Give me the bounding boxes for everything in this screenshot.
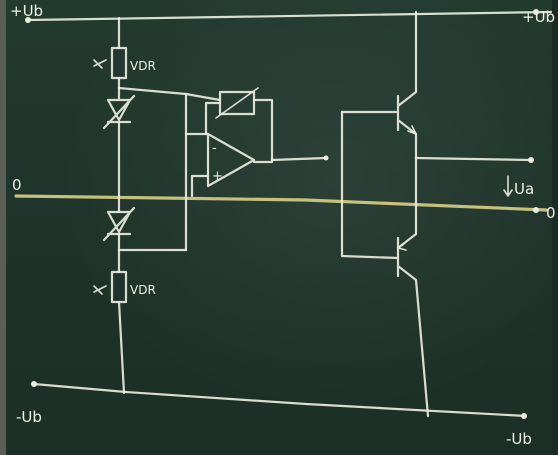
- pos-terminal-left: [25, 17, 31, 23]
- upper-transistor: [396, 10, 418, 136]
- feedback-arrow: [215, 87, 259, 119]
- vdr-top-resistor: [110, 46, 128, 80]
- label-vdr-bottom: VDR: [130, 283, 156, 297]
- ground-terminal-right: [533, 207, 539, 213]
- vdr-bottom-symbol: [93, 285, 107, 295]
- base-drive-bus: [340, 110, 400, 260]
- neg-terminal-left: [31, 381, 37, 387]
- pos-terminal-right: [533, 9, 539, 15]
- lower-transistor: [396, 232, 430, 418]
- label-pos-supply-left: +Ub: [10, 2, 43, 20]
- label-neg-supply-right: -Ub: [506, 430, 532, 448]
- op-amp-plus-to-ground: [190, 174, 210, 198]
- output-voltage-arrow: [503, 175, 513, 197]
- op-amp: [206, 132, 256, 188]
- label-ground-right: 0: [546, 204, 556, 222]
- positive-supply-rail: [26, 10, 553, 22]
- circuit-diagram: - + +Ub +Ub -Ub -Ub 0 0 Ua VDR VDR: [10, 2, 556, 448]
- label-pos-supply-right: +Ub: [522, 8, 555, 26]
- feedback-wires: [204, 98, 274, 164]
- label-ground-left: 0: [12, 176, 22, 194]
- vdr-bottom-resistor: [110, 270, 128, 304]
- label-output-voltage: Ua: [514, 180, 534, 198]
- output-wire: [414, 156, 533, 162]
- op-amp-plus: +: [212, 169, 223, 184]
- ground-line: [14, 194, 548, 212]
- negative-supply-rail: [32, 382, 528, 418]
- left-branch-to-neg: [117, 300, 126, 395]
- op-amp-output-wire: [270, 156, 328, 162]
- wire-top-diode-to-feedback: [117, 86, 222, 102]
- op-amp-minus: -: [212, 141, 217, 156]
- label-vdr-top: VDR: [130, 59, 156, 73]
- label-neg-supply-left: -Ub: [16, 408, 42, 426]
- lower-transistor-arrow: [397, 243, 407, 251]
- output-node: [323, 155, 329, 161]
- vdr-top-symbol: [93, 59, 107, 69]
- neg-terminal-right: [521, 413, 527, 419]
